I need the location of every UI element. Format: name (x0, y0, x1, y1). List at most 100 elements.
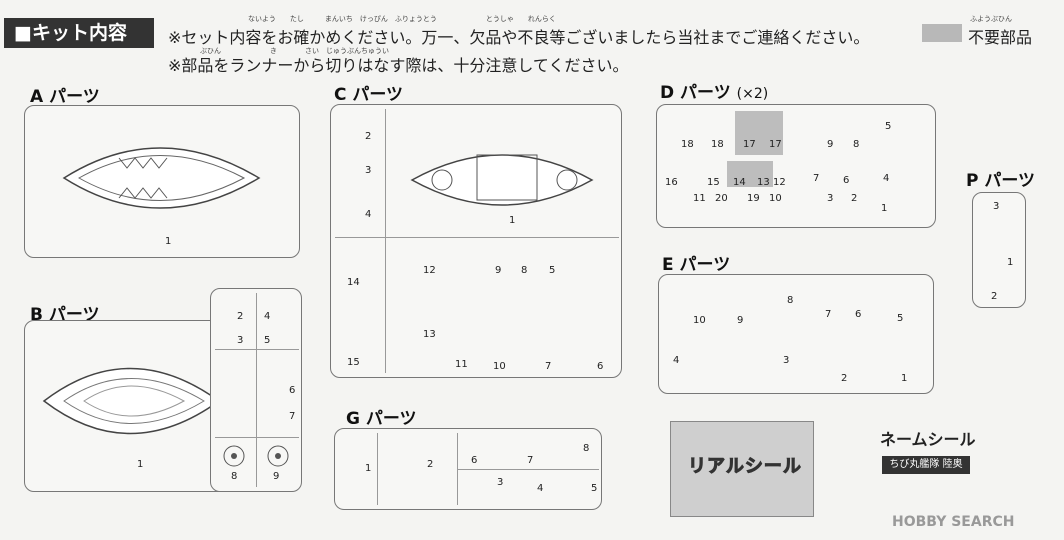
part-number: 8 (521, 265, 528, 276)
part-number: 13 (423, 329, 436, 340)
propeller-part (267, 445, 289, 467)
section-d-title: D パーツ (×2) (660, 83, 769, 103)
part-number: 10 (693, 315, 706, 326)
part-number: 4 (365, 209, 372, 220)
part-number: 6 (855, 309, 862, 320)
part-number: 14 (347, 277, 360, 288)
part-number: 8 (853, 139, 860, 150)
part-number: 2 (851, 193, 858, 204)
part-number: 1 (509, 215, 516, 226)
part-number: 2 (237, 311, 244, 322)
part-number: 1 (137, 459, 144, 470)
part-number: 4 (264, 311, 271, 322)
part-number: 3 (783, 355, 790, 366)
propeller-part (223, 445, 245, 467)
runner-a: 1 (24, 105, 300, 258)
part-number: 1 (1007, 257, 1014, 268)
part-number: 4 (883, 173, 890, 184)
part-number: 1 (901, 373, 908, 384)
part-number: 19 (747, 193, 760, 204)
ruby-line2: ぶひん き さい じゅうぶんちゅうい (200, 47, 389, 55)
section-e-title: E パーツ (662, 255, 731, 275)
section-a-title: A パーツ (30, 87, 100, 107)
part-number: 6 (471, 455, 478, 466)
part-number: 6 (289, 385, 296, 396)
part-number: 13 (757, 177, 770, 188)
part-number: 1 (365, 463, 372, 474)
part-number: 8 (231, 471, 238, 482)
runner-c: 2 3 4 1 14 15 12 13 11 9 8 10 5 7 6 (330, 104, 622, 378)
runner-g: 1 2 6 7 8 3 4 5 (334, 428, 602, 510)
part-number: 9 (495, 265, 502, 276)
part-number: 7 (825, 309, 832, 320)
part-number: 10 (769, 193, 782, 204)
runner-p: 3 1 2 (972, 192, 1026, 308)
part-number: 6 (843, 175, 850, 186)
section-c-title: C パーツ (334, 85, 404, 105)
part-number: 18 (681, 139, 694, 150)
part-number: 9 (827, 139, 834, 150)
unused-part-area (735, 111, 783, 155)
hull-top-part (62, 147, 261, 209)
part-number: 8 (787, 295, 794, 306)
part-number: 17 (743, 139, 756, 150)
section-g-title: G パーツ (346, 409, 417, 429)
hull-bottom-part (42, 367, 221, 435)
part-number: 1 (881, 203, 888, 214)
part-number: 2 (991, 291, 998, 302)
part-number: 10 (493, 361, 506, 372)
unused-part-swatch (922, 24, 962, 42)
part-number: 1 (165, 236, 172, 247)
real-seal-label: リアルシール (688, 456, 802, 478)
real-seal-decal-sheet (670, 421, 814, 517)
part-number: 3 (827, 193, 834, 204)
part-number: 2 (365, 131, 372, 142)
part-number: 3 (497, 477, 504, 488)
part-number: 7 (289, 411, 296, 422)
part-number: 5 (264, 335, 271, 346)
part-number: 3 (237, 335, 244, 346)
part-number: 7 (527, 455, 534, 466)
note-line1: ※セット内容をお確かめください。万一、欠品や不良等ございましたら当社までご連絡く… (168, 28, 870, 47)
runner-b-parts: 2 3 4 5 6 7 8 9 (210, 288, 302, 492)
part-number: 2 (841, 373, 848, 384)
part-number: 7 (545, 361, 552, 372)
unused-part-label: 不要部品 (968, 28, 1033, 47)
part-number: 12 (423, 265, 436, 276)
part-number: 9 (273, 471, 280, 482)
part-number: 5 (885, 121, 892, 132)
ruby-line1: ないよう たし まんいち けっぴん ふりょうとう とうしゃ れんらく (248, 15, 556, 23)
part-number: 3 (365, 165, 372, 176)
part-number: 17 (769, 139, 782, 150)
watermark: HOBBY SEARCH (892, 514, 1015, 530)
part-number: 6 (597, 361, 604, 372)
name-seal-sticker: ちび丸艦隊 陸奥 (882, 456, 970, 474)
part-number: 5 (897, 313, 904, 324)
unused-part-area (727, 161, 773, 187)
part-number: 15 (347, 357, 360, 368)
part-number: 7 (813, 173, 820, 184)
part-number: 5 (549, 265, 556, 276)
kit-contents-title: ■キット内容 (4, 18, 154, 48)
part-number: 20 (715, 193, 728, 204)
part-number: 5 (591, 483, 598, 494)
legend-ruby: ふようぶひん (970, 15, 1012, 23)
part-number: 9 (737, 315, 744, 326)
part-number: 18 (711, 139, 724, 150)
part-number: 3 (993, 201, 1000, 212)
runner-e: 10 9 8 7 6 5 4 3 2 1 (658, 274, 934, 394)
part-number: 14 (733, 177, 746, 188)
part-number: 4 (673, 355, 680, 366)
part-number: 2 (427, 459, 434, 470)
runner-d: 18 18 17 17 9 8 5 16 15 14 13 12 7 6 4 1… (656, 104, 936, 228)
part-number: 16 (665, 177, 678, 188)
section-p-title: P パーツ (966, 171, 1036, 191)
note-line2: ※部品をランナーから切りはなす際は、十分注意してください。 (168, 56, 629, 75)
part-number: 8 (583, 443, 590, 454)
part-number: 12 (773, 177, 786, 188)
part-number: 4 (537, 483, 544, 494)
part-number: 15 (707, 177, 720, 188)
name-seal-title: ネームシール (880, 430, 976, 449)
deck-part (410, 154, 594, 206)
part-number: 11 (693, 193, 706, 204)
